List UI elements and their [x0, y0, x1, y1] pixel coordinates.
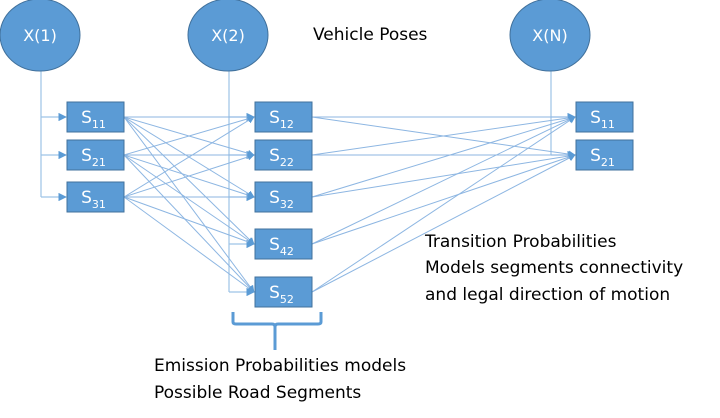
- transition-edge: [123, 153, 255, 198]
- segment-node-c2s1: S12: [254, 101, 313, 133]
- segment-node-c3s2: S21: [575, 139, 634, 171]
- emission-line-2: Possible Road Segments: [154, 383, 361, 403]
- transition-annotation: Transition Probabilities Models segments…: [424, 232, 683, 305]
- vehicle-poses-title: Vehicle Poses: [313, 25, 428, 45]
- segment-box: [66, 139, 125, 171]
- pose-node-x2: X(2): [187, 0, 269, 72]
- segment-box: [254, 101, 313, 133]
- segment-node-c2s3: S32: [254, 181, 313, 213]
- pose-ellipse: [0, 0, 81, 72]
- segment-label: S21: [590, 146, 615, 169]
- segment-box: [254, 181, 313, 213]
- transition-edge: [311, 114, 576, 156]
- segment-box: [254, 228, 313, 260]
- segment-node-c1s3: S31: [66, 181, 125, 213]
- transition-edge: [311, 153, 576, 245]
- transition-edge: [123, 154, 255, 245]
- segment-box: [66, 181, 125, 213]
- transition-edge: [311, 115, 576, 198]
- segment-node-c1s2: S21: [66, 139, 125, 171]
- segment-label: S11: [590, 108, 615, 131]
- transition-line-2: Models segments connectivity: [425, 258, 683, 278]
- transition-line-3: and legal direction of motion: [425, 285, 670, 305]
- segment-label: S52: [269, 283, 294, 306]
- emission-bracket: [231, 312, 323, 350]
- transition-edge: [123, 154, 255, 293]
- vehicle-poses: X(1) X(2) X(N): [0, 0, 591, 72]
- transition-edge: [311, 152, 576, 198]
- segment-box: [575, 101, 634, 133]
- segment-node-c3s1: S11: [575, 101, 634, 133]
- segment-label: S12: [269, 108, 294, 131]
- segment-node-c2s5: S52: [254, 276, 313, 308]
- transition-edge: [123, 196, 255, 293]
- transition-line-1: Transition Probabilities: [424, 232, 617, 252]
- segment-node-c1s1: S11: [66, 101, 125, 133]
- transition-edge: [311, 154, 576, 293]
- segment-node-c2s2: S22: [254, 139, 313, 171]
- transition-edge: [123, 116, 255, 245]
- bracket-shape: [231, 312, 323, 350]
- segment-label: S31: [81, 188, 106, 211]
- segment-label: S42: [269, 235, 294, 258]
- pose-label: X(2): [211, 26, 245, 45]
- transition-edge: [311, 116, 576, 245]
- pose-ellipse: [187, 0, 269, 72]
- pose-ellipse: [509, 0, 591, 72]
- emission-annotation: Emission Probabilities models Possible R…: [154, 356, 406, 403]
- transition-edge: [123, 115, 255, 156]
- segment-label: S21: [81, 146, 106, 169]
- transition-edge: [123, 116, 255, 198]
- pose-label: X(1): [23, 26, 57, 45]
- pose-node-xn: X(N): [509, 0, 591, 72]
- segment-label: S22: [269, 146, 294, 169]
- pose-node-x1: X(1): [0, 0, 81, 72]
- emission-line-1: Emission Probabilities models: [154, 356, 406, 376]
- segment-box: [575, 139, 634, 171]
- segment-box: [66, 101, 125, 133]
- transition-edge: [123, 116, 255, 293]
- segment-label: S11: [81, 108, 106, 131]
- segment-box: [254, 139, 313, 171]
- pose-label: X(N): [532, 26, 567, 45]
- transition-edge: [123, 196, 255, 246]
- segment-node-c2s4: S42: [254, 228, 313, 260]
- segment-box: [254, 276, 313, 308]
- transition-edges: [123, 113, 576, 293]
- segment-label: S32: [269, 188, 294, 211]
- transition-edge: [311, 116, 576, 293]
